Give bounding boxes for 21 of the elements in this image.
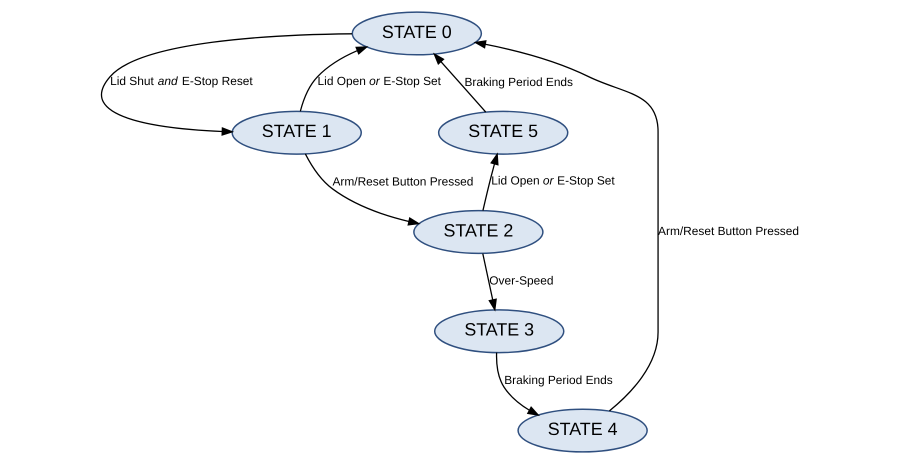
node-ellipse: STATE 2 (412, 210, 544, 254)
node-ellipse: STATE 1 (230, 110, 362, 155)
arrow (100, 33, 352, 136)
arrow (482, 152, 498, 211)
arrow (304, 154, 420, 226)
edge-label: Arm/Reset Button Pressed (332, 174, 473, 188)
node-ellipse: STATE 4 (516, 408, 648, 453)
arrow (299, 46, 368, 112)
edge-label: Lid Open or E-Stop Set (490, 173, 614, 188)
edge-label: Over-Speed (488, 274, 554, 288)
arrow (432, 52, 486, 112)
arrow (495, 352, 540, 416)
node-ellipse: STATE 5 (437, 110, 568, 155)
edge-label: Lid Shut and E-Stop Reset (110, 74, 252, 88)
edge-label: Arm/Reset Button Pressed (658, 224, 799, 238)
edge-label: Braking Period Ends (504, 372, 612, 387)
node-ellipse: STATE 3 (433, 309, 564, 354)
arrow (473, 40, 658, 412)
edge-label: Braking Period Ends (464, 75, 573, 90)
edge-label: Lid Open or E-Stop Set (317, 74, 440, 88)
arrow (482, 253, 496, 312)
